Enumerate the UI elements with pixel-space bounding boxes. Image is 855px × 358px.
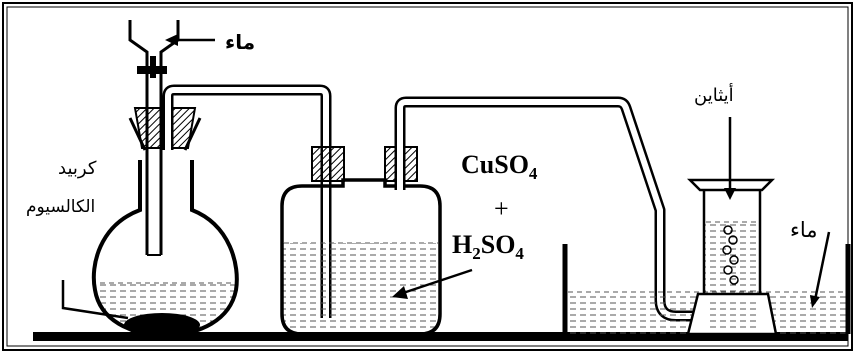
wash-bottle — [280, 146, 473, 336]
cuso4-subscript: 4 — [528, 164, 538, 184]
bench — [33, 332, 848, 341]
gas-bubbles — [722, 225, 739, 285]
cuso4-label: CuSO4 — [461, 150, 537, 184]
carbide-pointer — [61, 280, 129, 320]
h2so4-h: H — [452, 230, 473, 259]
trough-water-arrow — [813, 231, 831, 301]
h2so4-subscript-2: 2 — [472, 244, 481, 264]
ethyne-label: أيثاين — [694, 85, 734, 106]
h2so4-label: H2SO4 — [452, 230, 524, 264]
water-label-right: ماء — [790, 218, 818, 242]
tube-bottle-cylinder — [394, 96, 718, 322]
plus-sign: + — [494, 194, 509, 223]
water-label-top: ماء — [225, 30, 256, 54]
h2so4-subscript-4: 4 — [515, 244, 524, 264]
calcium-carbide-label-line1: كربيد — [58, 158, 97, 179]
liquid-arrow — [399, 268, 473, 296]
calcium-carbide-label-line2: الكالسيوم — [26, 197, 96, 217]
inner-frame — [6, 6, 849, 347]
calcium-carbide-lump — [124, 313, 200, 337]
cuso4-text: CuSO — [461, 150, 529, 179]
outer-frame — [2, 2, 853, 351]
dropping-funnel — [128, 20, 215, 256]
bottle-stopper-left — [311, 146, 345, 182]
round-flask — [61, 160, 239, 338]
h2so4-so: SO — [480, 230, 516, 259]
gas-cylinder — [686, 117, 778, 336]
